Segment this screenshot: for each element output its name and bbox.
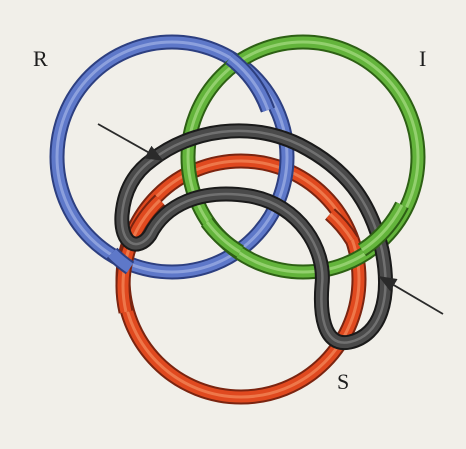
label-r: R xyxy=(33,46,48,72)
ring-r-overlap-top xyxy=(230,58,268,110)
arrow-upper-left xyxy=(98,124,162,160)
label-s: S xyxy=(337,369,349,395)
label-i: I xyxy=(419,46,426,72)
